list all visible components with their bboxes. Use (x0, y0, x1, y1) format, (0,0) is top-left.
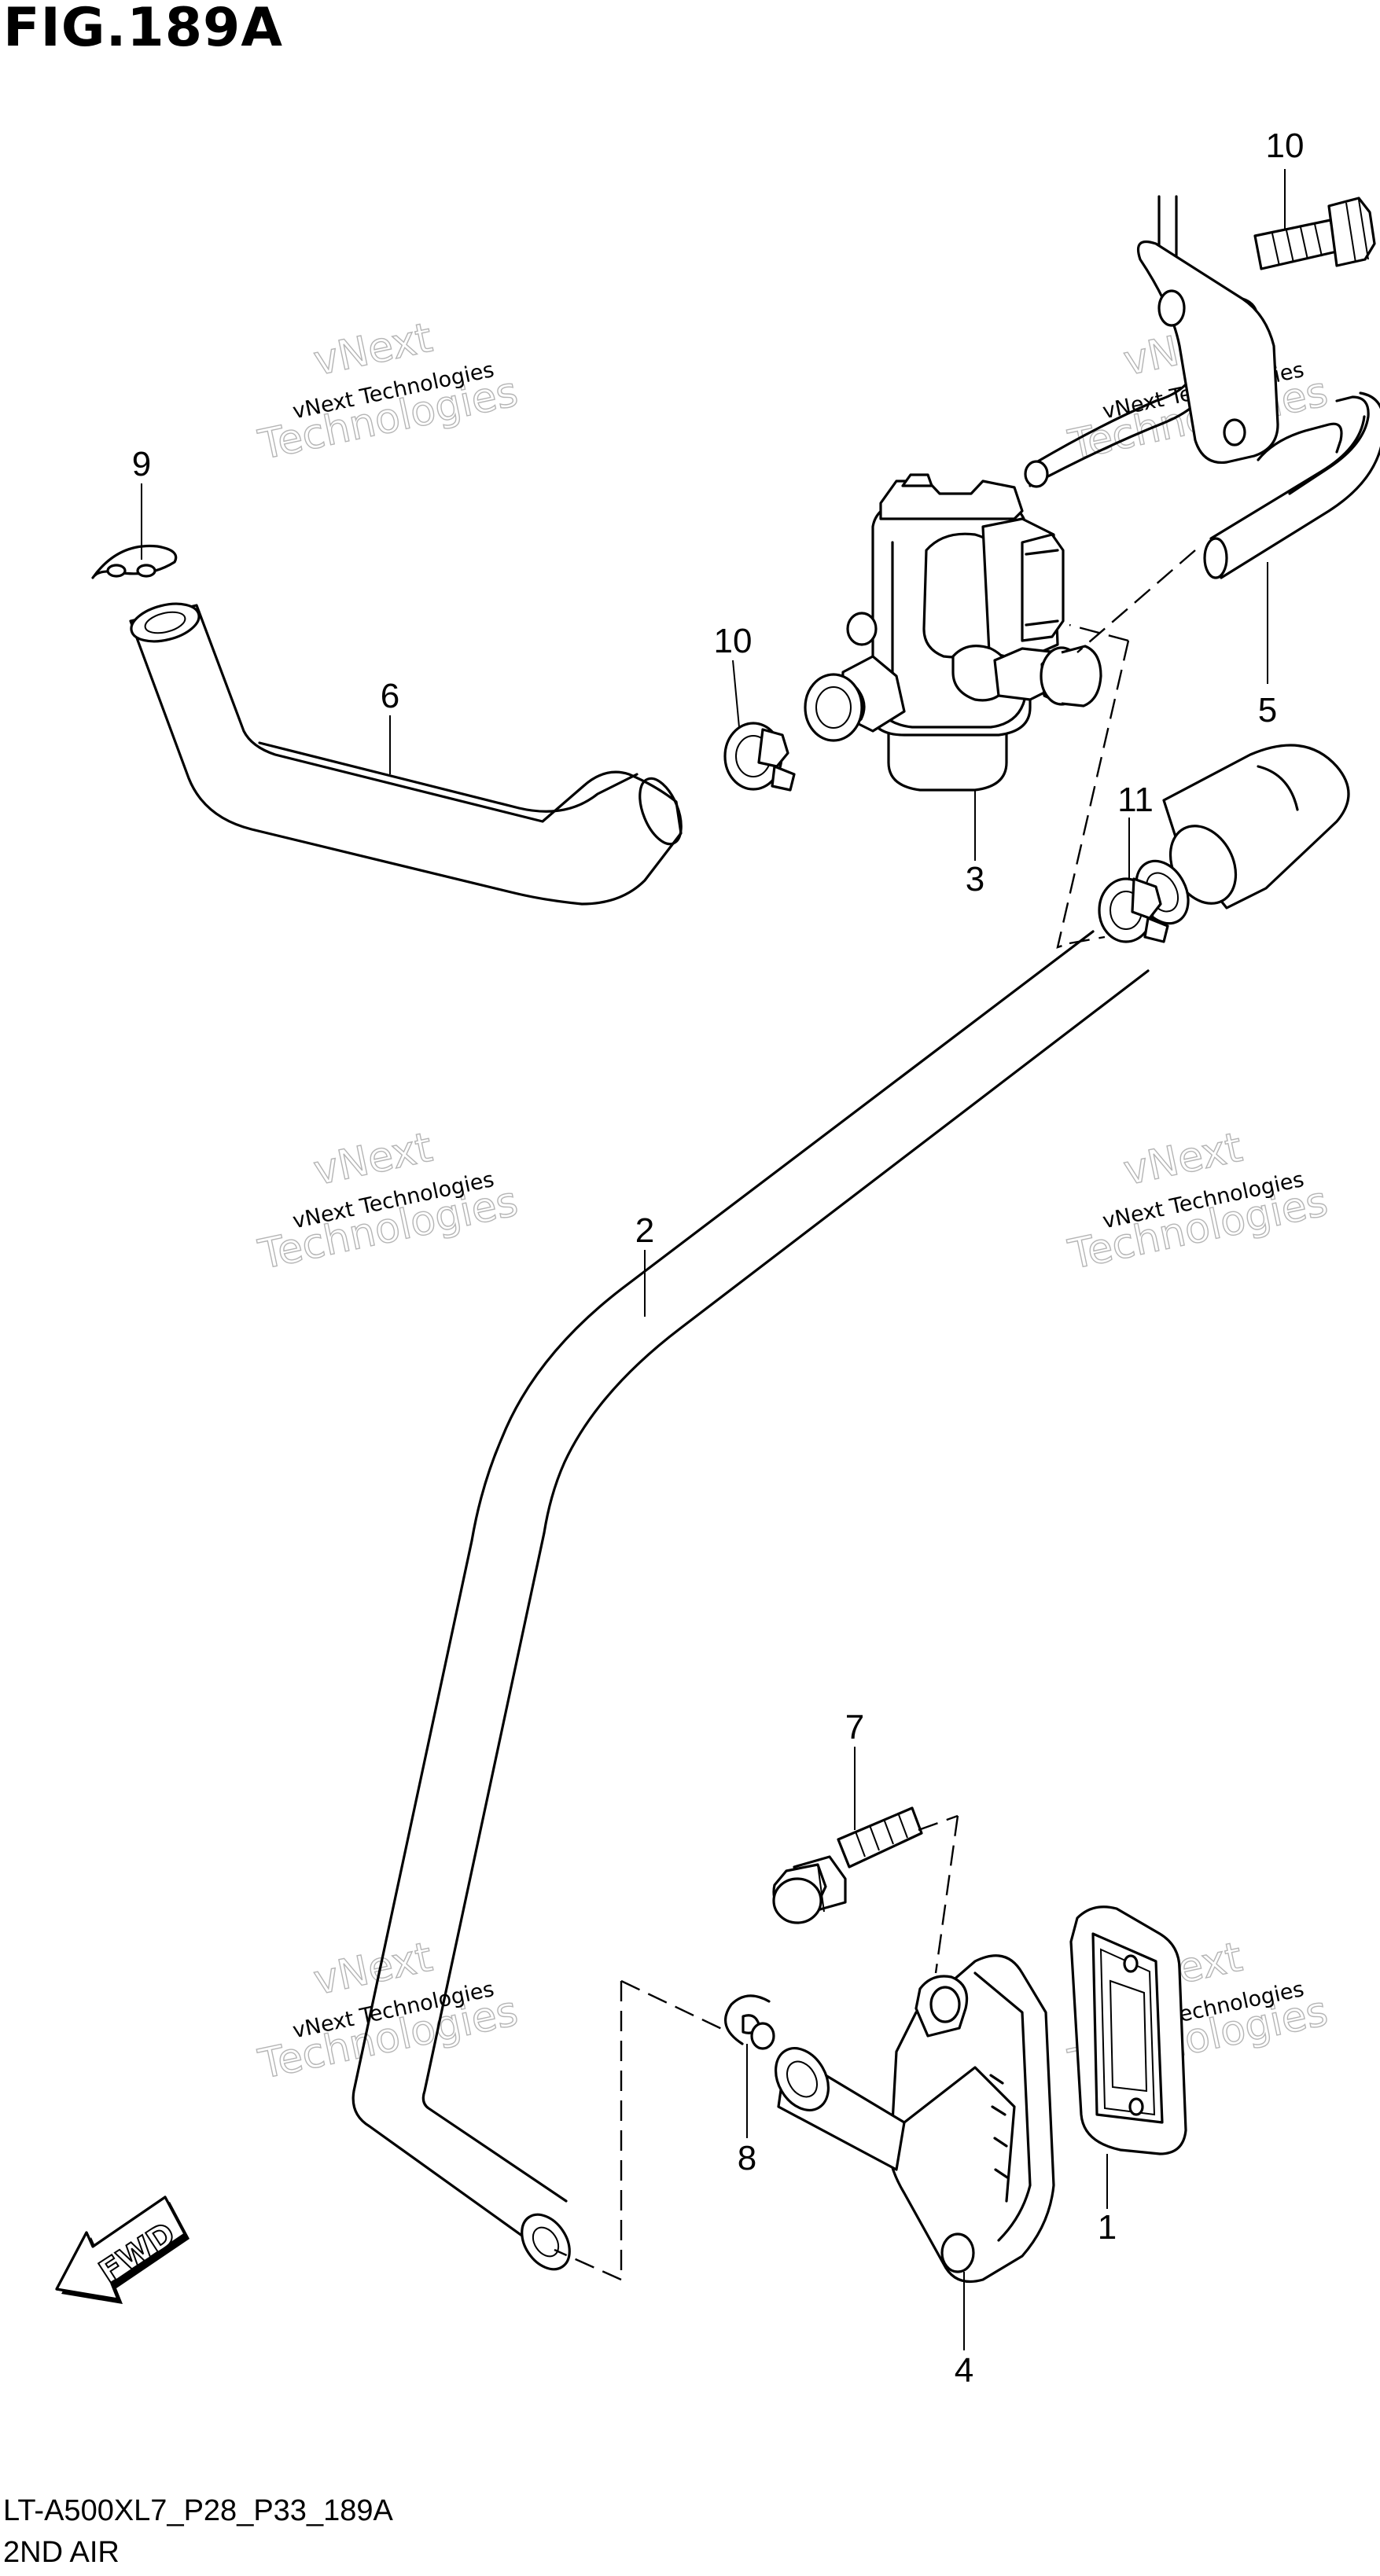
leader-lines (141, 169, 1286, 2350)
callout-8: 8 (738, 2139, 756, 2177)
part-5-reed-pipe (1024, 195, 1380, 579)
figure-name: 2ND AIR (3, 2536, 120, 2569)
part-7-bolt (772, 1806, 923, 1924)
part-9-clip (91, 544, 178, 579)
callouts: 10 9 5 10 6 3 11 2 7 1 8 4 (132, 127, 1305, 2390)
callout-1: 1 (1098, 2208, 1117, 2247)
part-3-control-valve (804, 473, 1102, 792)
watermark-top-left: vNext Technologies vNext Technologies (254, 314, 523, 470)
part-4-reed-valve-cover (774, 1954, 1055, 2284)
part-10-clamp-upper (723, 722, 796, 792)
watermark-mid-right: vNext Technologies vNext Technologies (1064, 1123, 1333, 1280)
part-11-bolt (1253, 197, 1376, 270)
part-6-hose (129, 602, 683, 906)
callout-11: 10 (1266, 127, 1305, 165)
callout-9: 9 (132, 445, 151, 483)
watermark-bottom-left: vNext Technologies vNext Technologies (254, 1933, 523, 2089)
part-8-clip (724, 1994, 775, 2050)
watermark-mid-left: vNext Technologies vNext Technologies (254, 1123, 523, 1280)
callout-2: 2 (635, 1211, 654, 1250)
callout-3: 3 (966, 860, 984, 898)
figure-title: FIG.189A (3, 0, 283, 59)
callout-6: 6 (381, 677, 399, 715)
callout-5: 5 (1258, 691, 1277, 729)
callout-7: 7 (845, 1708, 864, 1747)
part-1-gasket (1069, 1905, 1187, 2155)
callout-10-lower: 11 (1117, 781, 1154, 819)
figure-code: LT-A500XL7_P28_P33_189A (3, 2494, 393, 2527)
part-10-clamp-lower (1098, 877, 1169, 943)
callout-10-upper: 10 (714, 622, 753, 660)
assembly-lines (554, 549, 1196, 2281)
fwd-arrow-icon: FWD (55, 2196, 190, 2304)
callout-4: 4 (955, 2351, 973, 2390)
